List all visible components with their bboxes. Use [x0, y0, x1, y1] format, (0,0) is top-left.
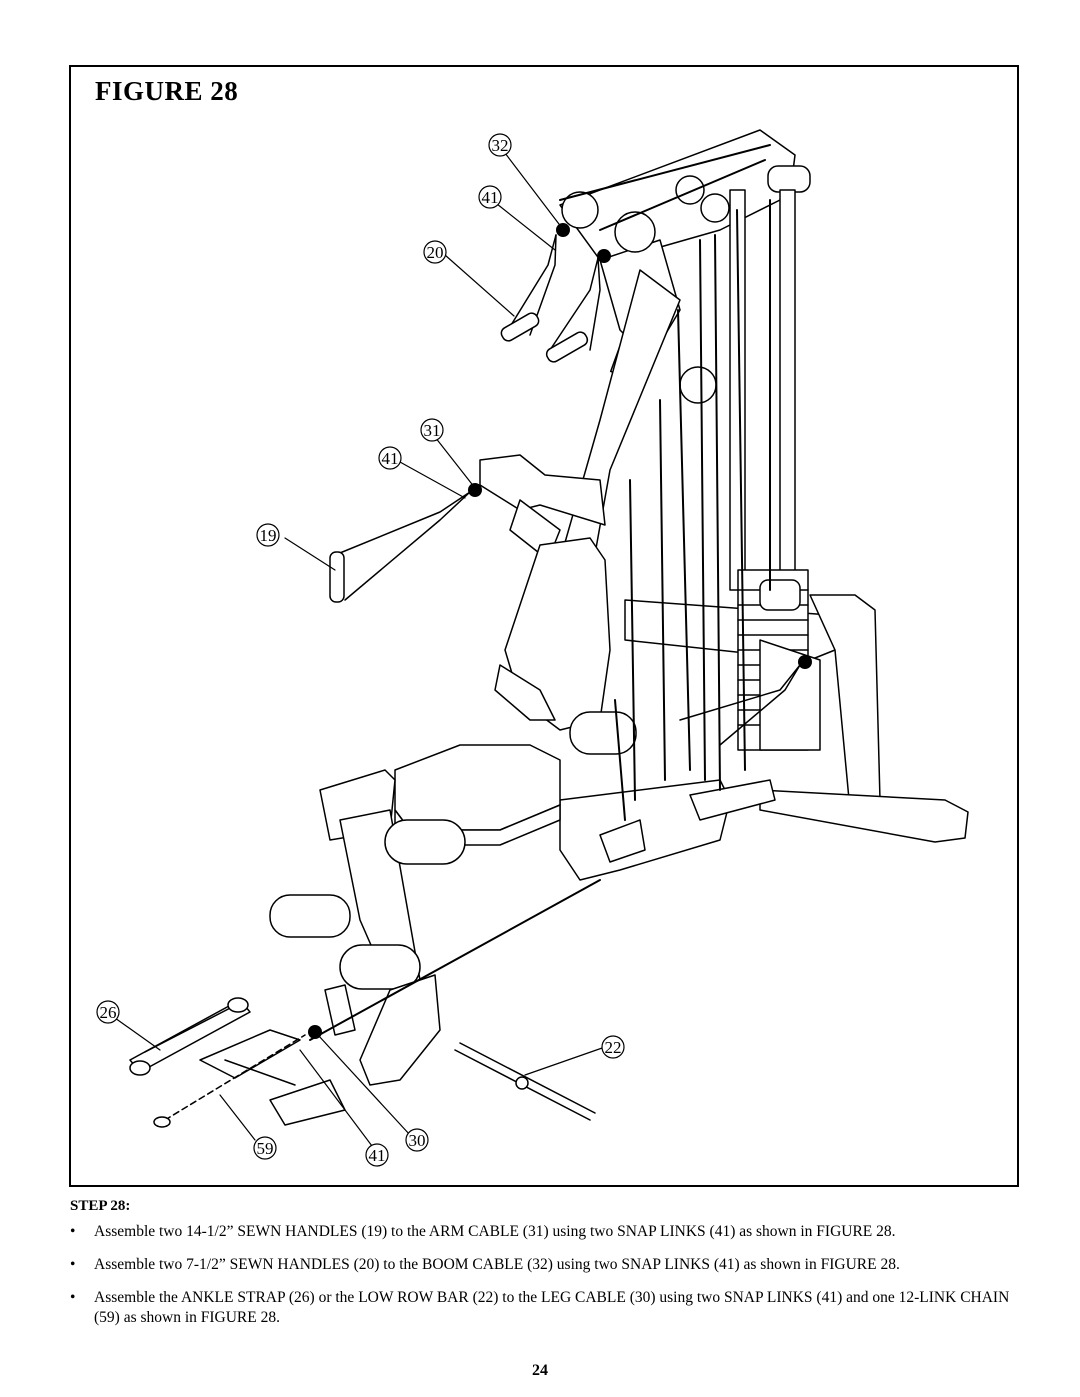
callout-19: 19: [260, 526, 277, 545]
callout-30: 30: [409, 1131, 426, 1150]
callout-circle-41b: [378, 446, 402, 470]
figure-frame: [69, 65, 1019, 1187]
callout-circle-32a: [488, 133, 512, 157]
figure-title: FIGURE 28: [95, 76, 239, 106]
callout-20: 20: [427, 243, 444, 262]
boom-handles: [500, 234, 601, 363]
callout-32a: 32: [492, 136, 509, 155]
instruction-item: Assemble two 14-1/2” SEWN HANDLES (19) t…: [70, 1222, 1030, 1242]
cables: [309, 144, 771, 1041]
step-heading: STEP 28:: [70, 1198, 131, 1214]
callout-circle-19: [256, 523, 280, 547]
callout-22: 22: [605, 1038, 622, 1057]
callout-41b: 41: [382, 449, 399, 468]
foot-pads: [199, 1029, 346, 1126]
callout-circle-41a: [478, 185, 502, 209]
snap-link-dots: [308, 223, 812, 1039]
arm-handle: [329, 491, 471, 603]
callout-41c: 41: [369, 1146, 386, 1165]
leader-lines: [114, 152, 606, 1151]
base-frame: [559, 779, 969, 881]
ankle-strap: [129, 997, 251, 1076]
callout-41a: 41: [482, 188, 499, 207]
callout-26: 26: [100, 1003, 117, 1022]
callout-circle-31: [420, 418, 444, 442]
instruction-item: Assemble the ANKLE STRAP (26) or the LOW…: [70, 1288, 1030, 1328]
gym-machine-diagram: 32 41 20 31 41 19 26 22 59 41 30: [96, 129, 969, 1167]
leg-extension: [269, 809, 466, 1086]
boom-arm: [559, 129, 811, 404]
callout-circle-20: [423, 240, 447, 264]
callout-59: 59: [257, 1139, 274, 1158]
instruction-item: Assemble two 7-1/2” SEWN HANDLES (20) to…: [70, 1255, 1030, 1275]
stack-handle: [679, 664, 801, 746]
link-chain: [153, 1034, 306, 1128]
callout-31: 31: [424, 421, 441, 440]
callout-circle-59: [253, 1136, 277, 1160]
callout-circle-22: [601, 1035, 625, 1059]
callout-circle-41c: [365, 1143, 389, 1167]
back-pad: [494, 537, 611, 731]
step-instructions: Assemble two 14-1/2” SEWN HANDLES (19) t…: [70, 1222, 1030, 1341]
callout-circle-26: [96, 1000, 120, 1024]
callout-circle-30: [405, 1128, 429, 1152]
page-number: 24: [532, 1362, 548, 1379]
low-row-bar: [454, 1042, 596, 1121]
